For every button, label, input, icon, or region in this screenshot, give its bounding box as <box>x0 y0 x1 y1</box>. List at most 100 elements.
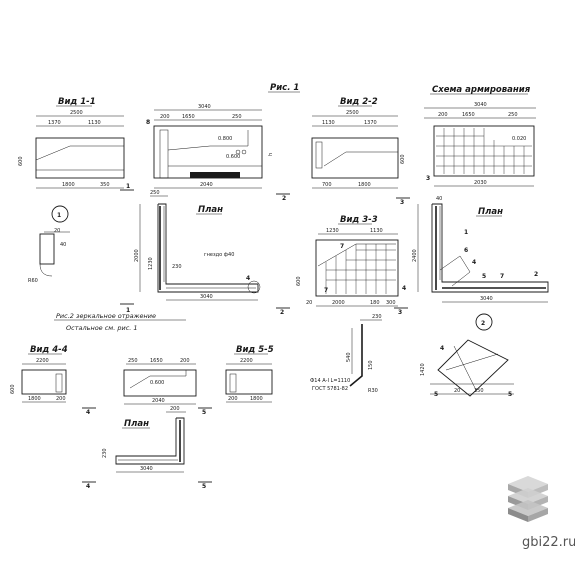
rebar-dim-540: 540 <box>346 352 352 362</box>
v44-dim-200: 200 <box>56 396 66 402</box>
v11-dim-1370: 1370 <box>48 120 61 126</box>
plan-1-marker-1-top: 1 <box>126 183 130 190</box>
plan-1: План 250 гнездо ф40 2000 1230 230 3040 1… <box>120 183 290 316</box>
elevation-main: 3040 200 1650 250 0.800 0.600 2040 8 h <box>146 104 274 189</box>
v11-dim-2500: 2500 <box>70 110 83 116</box>
view-2-2-title: Вид 2-2 <box>340 97 378 107</box>
plan-1-marker-2-top: 2 <box>282 195 286 202</box>
elev-dim-2040: 2040 <box>200 182 213 188</box>
fig2-subtitle: Остальное см. рис. 1 <box>66 324 138 332</box>
fig1-title: Рис. 1 <box>270 83 299 93</box>
stacked-slabs-icon <box>508 476 548 522</box>
elev-marker-8: 8 <box>146 119 150 126</box>
plan-reinforced: План 2400 3040 40 1 6 4 5 7 2 3 3 <box>394 196 549 316</box>
detail-2-marker-5b: 5 <box>508 391 512 398</box>
plan-2-marker-4-top: 4 <box>86 409 90 416</box>
elev-dim-200: 200 <box>160 114 170 120</box>
fig2-elev-dim-250: 250 <box>128 358 138 364</box>
plan-1-marker-2-bottom: 2 <box>280 309 284 316</box>
plan-1-dim-2000: 2000 <box>134 249 140 262</box>
scheme-dim-3040: 3040 <box>474 102 487 108</box>
view-2-2: Вид 2-2 2500 1130 1370 700 1800 600 <box>311 97 406 189</box>
detail-1-dim-40: 40 <box>60 242 66 248</box>
elev-dim-0600: 0.600 <box>226 154 240 160</box>
plan-r-marker-5: 5 <box>482 273 486 280</box>
v22-dim-1800: 1800 <box>358 182 371 188</box>
plan-r-dim-3040: 3040 <box>480 296 493 302</box>
v22-dim-700: 700 <box>322 182 332 188</box>
scheme-dim-200: 200 <box>438 112 448 118</box>
detail-1-callout <box>51 205 69 223</box>
plan-1-dim-3040: 3040 <box>200 294 213 300</box>
fig2-elev-dim-0600: 0.600 <box>150 380 164 386</box>
detail-2-dim-1420: 1420 <box>420 363 426 376</box>
view-1-1-title: Вид 1-1 <box>58 97 96 107</box>
plan-2-marker-5-bottom: 5 <box>202 483 206 490</box>
v33-mesh <box>325 244 396 294</box>
rebar-detail: 230 540 150 Ф14 А-I L=1110 ГОСТ 5781-82 … <box>310 314 382 394</box>
v33-marker-4: 4 <box>402 285 406 292</box>
plan-r-dim-2400: 2400 <box>412 249 418 262</box>
plan-r-marker-6: 6 <box>464 247 468 254</box>
fig2-elev-dim-200: 200 <box>180 358 190 364</box>
v44-dim-600: 600 <box>10 384 16 394</box>
v44-dim-2200: 2200 <box>36 358 49 364</box>
v33-dim-180: 180 <box>370 300 380 306</box>
reinforcement-scheme: Схема армирования 3040 200 1650 250 0.02… <box>424 85 536 187</box>
v22-dim-1370: 1370 <box>364 120 377 126</box>
fig2-elev-dim-2040: 2040 <box>152 398 165 404</box>
plan-1-dim-230: 230 <box>172 264 182 270</box>
plan-2-dim-230: 230 <box>102 448 108 458</box>
view-1-1: Вид 1-1 2500 1370 1130 1800 350 600 <box>18 97 125 189</box>
detail-1-dim-20: 20 <box>54 228 60 234</box>
plan-1-dim-1230: 1230 <box>148 257 154 270</box>
plan-1-marker-4: 4 <box>246 275 250 282</box>
v33-marker-7b: 7 <box>324 287 328 294</box>
view-4-4: Вид 4-4 2200 1800 200 600 <box>10 345 68 403</box>
detail-1: 1 20 40 R60 <box>28 205 70 284</box>
elev-dim-h: h <box>268 153 274 156</box>
rebar-gost: ГОСТ 5781-82 <box>312 386 348 392</box>
v22-dim-1130: 1130 <box>322 120 335 126</box>
v33-dim-1130: 1130 <box>370 228 383 234</box>
scheme-dim-1650: 1650 <box>462 112 475 118</box>
view-4-4-title: Вид 4-4 <box>30 345 68 355</box>
detail-1-number: 1 <box>57 212 61 219</box>
view-5-5-title: Вид 5-5 <box>236 345 274 355</box>
v44-dim-1800: 1800 <box>28 396 41 402</box>
plan-reinforced-title: План <box>478 207 503 217</box>
plan-r-marker-3-bottom: 3 <box>398 309 402 316</box>
v22-dim-600: 600 <box>400 154 406 164</box>
view-5-5: Вид 5-5 2200 200 1800 <box>225 345 274 403</box>
elev-dim-1650: 1650 <box>182 114 195 120</box>
fig2-elev-dim-1650: 1650 <box>150 358 163 364</box>
v22-dim-2500: 2500 <box>346 110 359 116</box>
view-3-3-title: Вид 3-3 <box>340 215 378 225</box>
scheme-title: Схема армирования <box>432 85 531 95</box>
v33-dim-600: 600 <box>296 276 302 286</box>
plan-1-socket-label: гнездо ф40 <box>204 252 234 258</box>
v11-dim-600: 600 <box>18 156 24 166</box>
plan-2-marker-5-top: 5 <box>202 409 206 416</box>
rebar-note: Ф14 А-I L=1110 <box>310 378 350 384</box>
rebar-dim-150: 150 <box>368 360 374 370</box>
plan-r-marker-4: 4 <box>472 259 476 266</box>
elev-bottom-bar <box>190 172 240 178</box>
detail-1-dim-r60: R60 <box>28 278 38 284</box>
detail-2-dim-20: 20 <box>454 388 460 394</box>
v33-marker-7: 7 <box>340 243 344 250</box>
elev-dim-0800: 0.800 <box>218 136 232 142</box>
fig2-title: Рис.2 зеркальное отражение <box>56 312 156 320</box>
detail-2-marker-4: 4 <box>440 345 444 352</box>
rebar-dim-r30: R30 <box>368 388 378 394</box>
plan-2: План 200 3040 230 4 4 5 5 <box>82 406 212 490</box>
v11-dim-1130: 1130 <box>88 120 101 126</box>
plan-1-title: План <box>198 205 223 215</box>
v55-dim-1800: 1800 <box>250 396 263 402</box>
elev-dim-250: 250 <box>232 114 242 120</box>
scheme-mesh <box>436 128 532 174</box>
plan-r-marker-2: 2 <box>534 271 538 278</box>
plan-1-dim-250: 250 <box>150 190 160 196</box>
